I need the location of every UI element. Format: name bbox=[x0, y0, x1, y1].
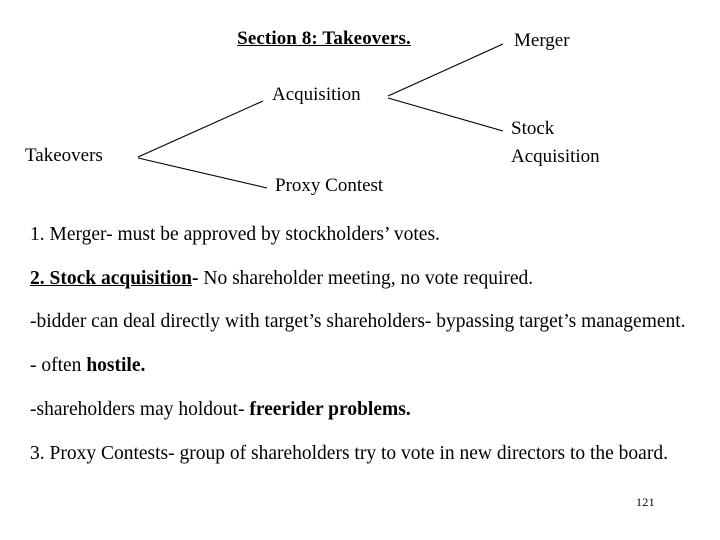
edge-takeovers-proxy-contest bbox=[137, 157, 268, 189]
bullet-stock-acquisition-dash: - bbox=[192, 267, 199, 289]
bullet-hostile-emphasis: hostile. bbox=[86, 355, 146, 377]
tree-node-merger: Merger bbox=[514, 30, 570, 51]
tree-node-acquisition: Acquisition bbox=[272, 84, 361, 105]
bullet-bidder-text: -bidder can deal directly with target’s … bbox=[30, 311, 686, 333]
bullet-proxy-contests: 3. Proxy Contests- group of shareholders… bbox=[30, 441, 690, 467]
bullet-holdout: -shareholders may holdout- freerider pro… bbox=[30, 397, 690, 423]
bullet-stock-acquisition-rest: No shareholder meeting, no vote required… bbox=[198, 267, 534, 289]
tree-node-stock-acquisition-line1: Stock bbox=[511, 118, 555, 139]
tree-node-stock-acquisition-line2: Acquisition bbox=[511, 145, 600, 167]
bullet-stock-acquisition: 2. Stock acquisition- No shareholder mee… bbox=[30, 266, 690, 292]
page-title: Section 8: Takeovers. bbox=[237, 28, 411, 49]
tree-node-stock-acquisition: Stock Acquisition bbox=[511, 115, 600, 170]
bullet-bidder: -bidder can deal directly with target’s … bbox=[30, 309, 690, 335]
edge-acquisition-merger bbox=[387, 43, 504, 97]
body-content: 1. Merger- must be approved by stockhold… bbox=[30, 222, 690, 466]
bullet-proxy-contests-text: 3. Proxy Contests- group of shareholders… bbox=[30, 442, 668, 464]
bullet-merger-text: 1. Merger- must be approved by stockhold… bbox=[30, 224, 440, 245]
takeovers-tree-diagram: Takeovers Acquisition Merger Proxy Conte… bbox=[0, 0, 720, 215]
bullet-hostile: - often hostile. bbox=[30, 353, 690, 379]
tree-node-takeovers: Takeovers bbox=[25, 145, 103, 166]
edge-acquisition-stock-acquisition bbox=[387, 97, 504, 132]
edge-takeovers-acquisition bbox=[137, 100, 264, 158]
bullet-holdout-lead: -shareholders may holdout- bbox=[30, 398, 250, 420]
bullet-holdout-emphasis: freerider problems. bbox=[249, 398, 411, 420]
bullet-merger: 1. Merger- must be approved by stockhold… bbox=[30, 222, 690, 248]
page-number: 121 bbox=[636, 495, 655, 509]
tree-edges bbox=[137, 43, 504, 189]
bullet-hostile-lead: - often bbox=[30, 355, 87, 377]
bullet-stock-acquisition-emphasis: 2. Stock acquisition bbox=[30, 267, 192, 289]
tree-node-proxy-contest: Proxy Contest bbox=[275, 175, 384, 196]
